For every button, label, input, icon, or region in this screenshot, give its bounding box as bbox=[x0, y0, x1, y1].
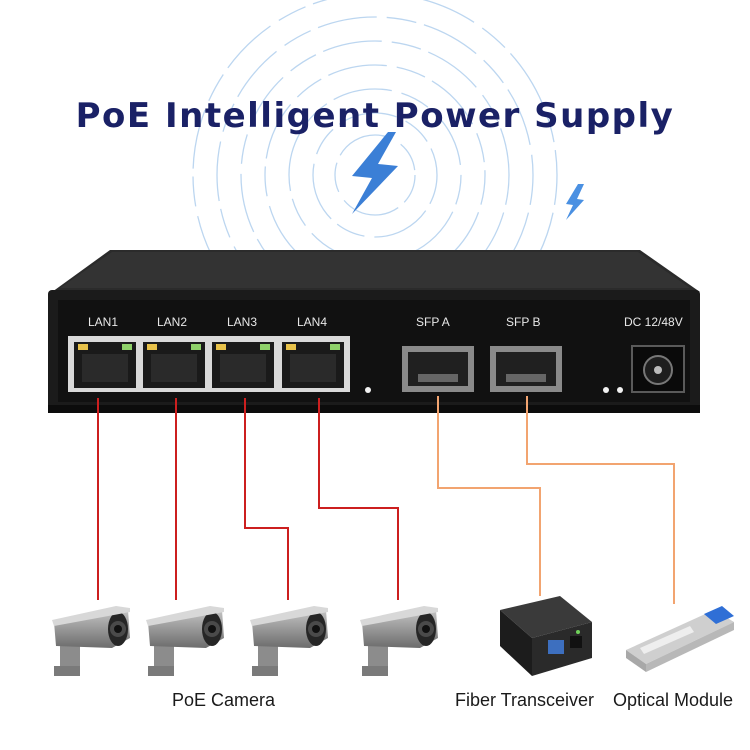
port-label-dc-power: DC 12/48V bbox=[624, 315, 683, 329]
port-label-sfp-a: SFP A bbox=[416, 315, 450, 329]
lan-port-block bbox=[68, 336, 350, 392]
fiber-cable bbox=[437, 396, 541, 596]
page-title: PoE Intelligent Power Supply bbox=[75, 96, 675, 136]
lan-port[interactable] bbox=[282, 342, 344, 388]
lightning-bolt-icon bbox=[566, 184, 584, 220]
module-caption: Optical Module bbox=[613, 690, 734, 710]
poe-camera-icon bbox=[146, 606, 224, 676]
poe-camera-icon bbox=[250, 606, 328, 676]
sfp-port[interactable] bbox=[490, 346, 562, 392]
camera-caption: PoE Camera bbox=[172, 690, 276, 710]
lan-port[interactable] bbox=[143, 342, 205, 388]
port-label-lan2: LAN2 bbox=[157, 315, 188, 329]
lan-cable bbox=[244, 398, 289, 600]
lan-cable bbox=[318, 398, 399, 600]
fiber-cable bbox=[526, 396, 675, 604]
status-led bbox=[603, 387, 609, 393]
poe-camera-icon bbox=[360, 606, 438, 676]
transceiver-caption: Fiber Transceiver bbox=[455, 690, 595, 710]
lightning-bolt-icon bbox=[352, 132, 398, 214]
dc-power-jack[interactable] bbox=[631, 345, 685, 393]
lan-port[interactable] bbox=[212, 342, 274, 388]
sfp-port[interactable] bbox=[402, 346, 474, 392]
optical-module-icon bbox=[626, 606, 734, 672]
port-label-lan4: LAN4 bbox=[297, 315, 328, 329]
port-label-sfp-b: SFP B bbox=[506, 315, 541, 329]
port-label-lan3: LAN3 bbox=[227, 315, 258, 329]
lan-port[interactable] bbox=[74, 342, 136, 388]
fiber-transceiver-icon bbox=[500, 596, 592, 676]
status-led bbox=[617, 387, 623, 393]
port-label-lan1: LAN1 bbox=[88, 315, 119, 329]
poe-camera-icon bbox=[52, 606, 130, 676]
status-led bbox=[365, 387, 371, 393]
